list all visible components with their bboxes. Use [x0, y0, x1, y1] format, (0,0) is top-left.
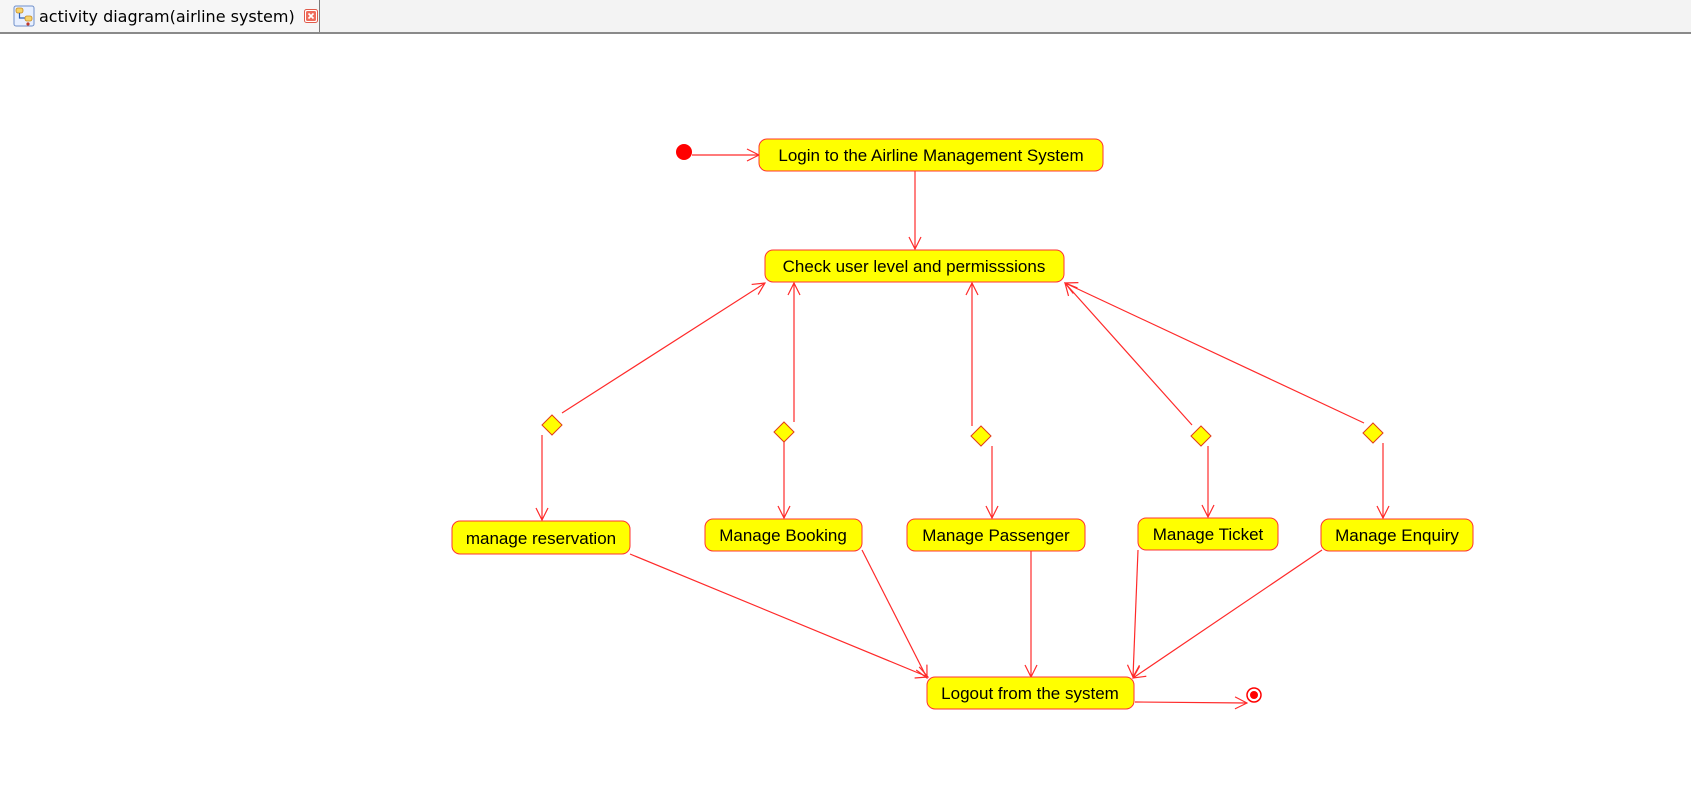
editor-tab-bar: activity diagram(airline system)	[0, 0, 1691, 34]
flow-logout-to-final[interactable]	[1134, 702, 1247, 703]
action-manage-enquiry[interactable]: Manage Enquiry	[1320, 518, 1474, 552]
flow-decision4-to-check[interactable]	[1065, 283, 1193, 426]
action-manage-ticket[interactable]: Manage Ticket	[1137, 517, 1279, 551]
decision-node-3[interactable]	[970, 425, 992, 447]
decision-node-1[interactable]	[541, 414, 563, 436]
action-manage-booking-label: Manage Booking	[719, 526, 847, 545]
action-check-permissions[interactable]: Check user level and permisssions	[764, 249, 1065, 283]
action-logout-label: Logout from the system	[941, 684, 1119, 703]
flow-reservation-to-logout[interactable]	[629, 553, 928, 677]
decision-node-2[interactable]	[773, 421, 795, 443]
tab-title: activity diagram(airline system)	[39, 6, 295, 26]
action-manage-passenger[interactable]: Manage Passenger	[906, 518, 1086, 552]
initial-node[interactable]	[676, 144, 692, 160]
activity-diagram-icon	[13, 5, 35, 27]
diagram-canvas: Login to the Airline Management System C…	[451, 138, 1474, 710]
flow-enquiry-to-logout[interactable]	[1133, 549, 1323, 678]
flow-decision1-to-check[interactable]	[561, 283, 765, 414]
action-manage-passenger-label: Manage Passenger	[922, 526, 1070, 545]
decision-node-4[interactable]	[1190, 425, 1212, 447]
flow-booking-to-logout[interactable]	[861, 549, 927, 678]
action-login[interactable]: Login to the Airline Management System	[758, 138, 1104, 172]
close-icon[interactable]	[303, 9, 318, 23]
action-manage-ticket-label: Manage Ticket	[1153, 525, 1264, 544]
final-node[interactable]	[1246, 687, 1262, 703]
decision-node-5[interactable]	[1362, 422, 1384, 444]
action-check-permissions-label: Check user level and permisssions	[783, 257, 1046, 276]
action-login-label: Login to the Airline Management System	[778, 146, 1083, 165]
action-manage-reservation-label: manage reservation	[466, 529, 616, 548]
action-manage-enquiry-label: Manage Enquiry	[1335, 526, 1459, 545]
action-logout[interactable]: Logout from the system	[926, 676, 1135, 710]
action-manage-reservation[interactable]: manage reservation	[451, 520, 631, 555]
action-manage-booking[interactable]: Manage Booking	[704, 518, 863, 552]
tab-activity-diagram[interactable]: activity diagram(airline system)	[0, 0, 320, 32]
flow-decision5-to-check[interactable]	[1065, 283, 1365, 424]
flow-ticket-to-logout[interactable]	[1133, 549, 1138, 677]
